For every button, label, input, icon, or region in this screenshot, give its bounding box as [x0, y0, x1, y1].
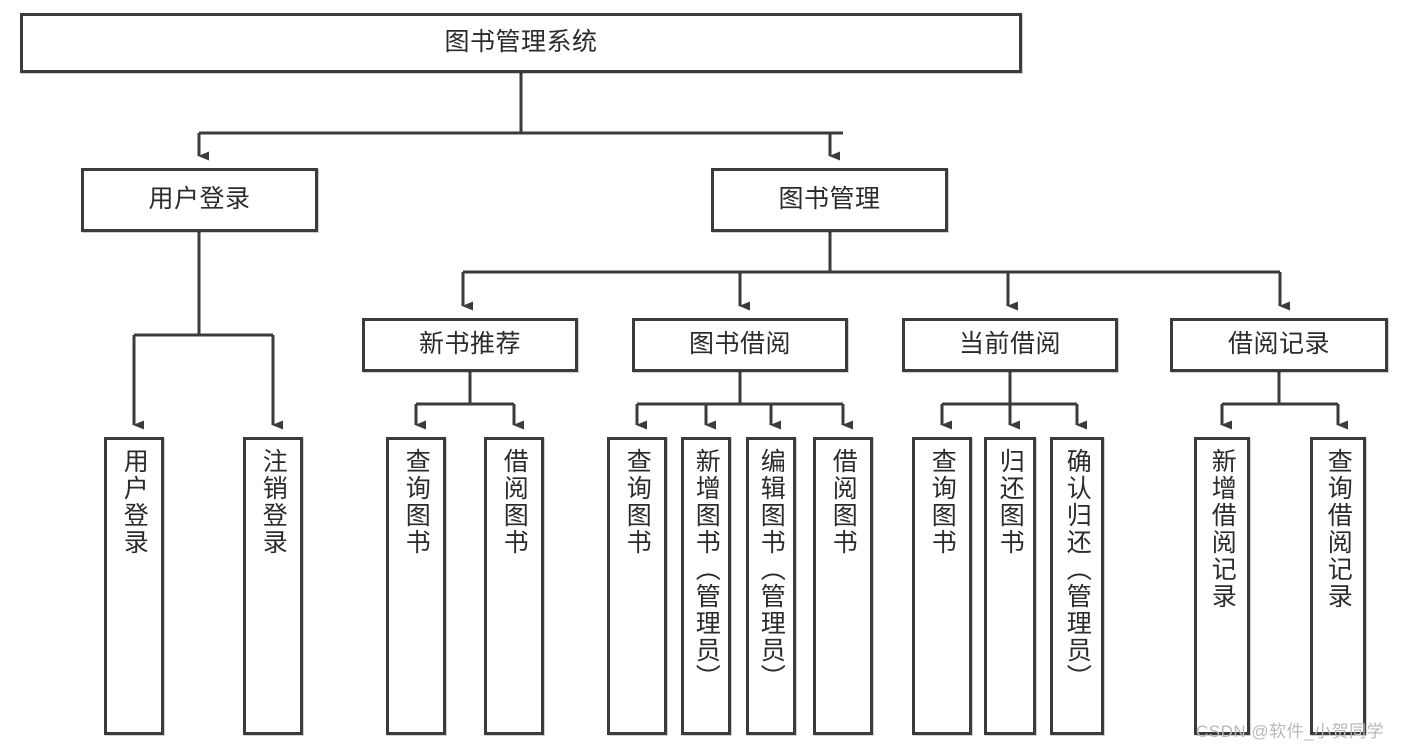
- leaf-user-login-1-label: 注销登录: [259, 448, 288, 556]
- csdn-watermark: CSDN @软件_小贺同学: [1196, 722, 1385, 741]
- leaf-borrow-record-1[interactable]: 查询借阅记录: [1310, 437, 1366, 735]
- leaf-current-borrow-1[interactable]: 归还图书: [984, 437, 1036, 735]
- node-root-system-label: 图书管理系统: [444, 28, 598, 57]
- node-new-book-rec-label: 新书推荐: [418, 330, 521, 359]
- leaf-new-book-rec-0[interactable]: 查询图书: [386, 437, 446, 735]
- node-current-borrow[interactable]: 当前借阅: [902, 318, 1118, 372]
- leaf-book-borrow-0-label: 查询图书: [623, 448, 652, 556]
- leaf-new-book-rec-1-label: 借阅图书: [500, 448, 529, 556]
- node-borrow-record-label: 借阅记录: [1227, 330, 1330, 359]
- leaf-book-borrow-2-label: 编辑图书（管理员）: [757, 448, 786, 691]
- leaf-borrow-record-0-label: 新增借阅记录: [1208, 448, 1237, 610]
- leaf-current-borrow-2-label: 确认归还（管理员）: [1063, 448, 1092, 691]
- node-book-manage[interactable]: 图书管理: [711, 168, 948, 232]
- leaf-user-login-0-label: 用户登录: [120, 448, 149, 556]
- node-user-login-label: 用户登录: [148, 185, 251, 214]
- leaf-new-book-rec-0-label: 查询图书: [402, 448, 431, 556]
- leaf-current-borrow-0[interactable]: 查询图书: [912, 437, 972, 735]
- node-book-borrow-label: 图书借阅: [688, 330, 791, 359]
- node-current-borrow-label: 当前借阅: [958, 330, 1061, 359]
- leaf-book-borrow-3[interactable]: 借阅图书: [813, 437, 873, 735]
- leaf-book-borrow-1-label: 新增图书（管理员）: [692, 448, 721, 691]
- leaf-user-login-0[interactable]: 用户登录: [104, 437, 164, 735]
- leaf-book-borrow-1[interactable]: 新增图书（管理员）: [681, 437, 731, 735]
- node-user-login[interactable]: 用户登录: [81, 168, 318, 232]
- leaf-borrow-record-1-label: 查询借阅记录: [1324, 448, 1353, 610]
- node-book-manage-label: 图书管理: [778, 185, 881, 214]
- node-new-book-rec[interactable]: 新书推荐: [362, 318, 578, 372]
- leaf-new-book-rec-1[interactable]: 借阅图书: [484, 437, 544, 735]
- leaf-borrow-record-0[interactable]: 新增借阅记录: [1194, 437, 1250, 735]
- leaf-book-borrow-0[interactable]: 查询图书: [607, 437, 667, 735]
- node-root-system[interactable]: 图书管理系统: [20, 13, 1022, 73]
- leaf-current-borrow-2[interactable]: 确认归还（管理员）: [1050, 437, 1104, 735]
- leaf-current-borrow-1-label: 归还图书: [996, 448, 1025, 556]
- leaf-user-login-1[interactable]: 注销登录: [243, 437, 303, 735]
- leaf-current-borrow-0-label: 查询图书: [928, 448, 957, 556]
- node-book-borrow[interactable]: 图书借阅: [632, 318, 848, 372]
- leaf-book-borrow-3-label: 借阅图书: [829, 448, 858, 556]
- node-borrow-record[interactable]: 借阅记录: [1170, 318, 1388, 372]
- leaf-book-borrow-2[interactable]: 编辑图书（管理员）: [746, 437, 796, 735]
